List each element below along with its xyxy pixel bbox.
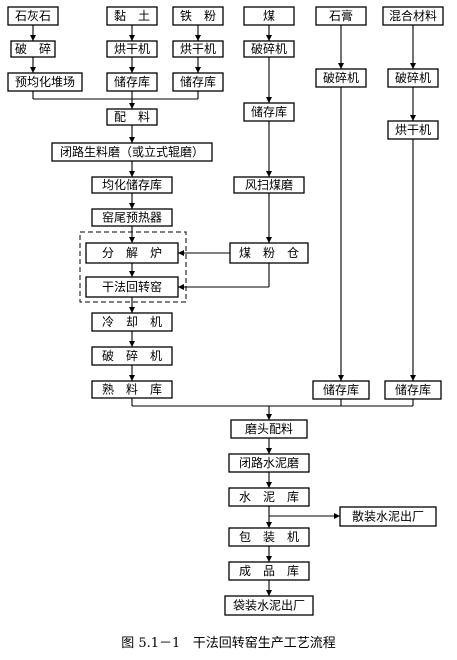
node-clay-label: 黏 土 xyxy=(114,9,150,23)
node-coal: 煤 xyxy=(243,6,295,26)
node-mixed-storage-label: 储存库 xyxy=(395,382,431,397)
node-bulk-out: 散装水泥出厂 xyxy=(339,506,437,527)
node-clay-storage: 储存库 xyxy=(106,72,158,92)
node-homo-silo: 均化储存库 xyxy=(91,176,173,194)
node-cooler: 冷 却 机 xyxy=(91,312,173,332)
node-iron-powder: 铁 粉 xyxy=(172,6,224,26)
node-cement-batching: 磨头配料 xyxy=(230,419,308,439)
node-limestone-crush: 破 碎 xyxy=(10,40,56,58)
node-calciner-label: 分 解 炉 xyxy=(102,246,162,260)
node-limestone-crush-label: 破 碎 xyxy=(15,41,51,56)
node-preheater-label: 窑尾预热器 xyxy=(102,210,162,225)
node-homo-silo-label: 均化储存库 xyxy=(102,177,162,192)
node-mixed-material-label: 混合材料 xyxy=(389,8,437,23)
node-bag-out: 袋装水泥出厂 xyxy=(224,595,314,616)
node-mixed-storage: 储存库 xyxy=(384,380,442,400)
node-prehomo-yard: 预均化堆场 xyxy=(7,72,83,92)
node-iron-dryer: 烘干机 xyxy=(172,40,224,58)
node-cooler-label: 冷 却 机 xyxy=(102,315,162,329)
node-gypsum-label: 石膏 xyxy=(329,8,353,23)
node-coal-crusher: 破碎机 xyxy=(243,40,295,58)
node-gypsum-crusher-label: 破碎机 xyxy=(323,70,359,85)
node-cement-batching-label: 磨头配料 xyxy=(245,422,293,436)
node-iron-storage: 储存库 xyxy=(172,72,224,92)
node-gypsum-storage-label: 储存库 xyxy=(323,382,359,397)
node-kiln: 干法回转窑 xyxy=(85,276,179,298)
node-mixed-dryer-label: 烘干机 xyxy=(395,123,431,137)
node-calciner: 分 解 炉 xyxy=(85,242,179,264)
node-prehomo-yard-label: 预均化堆场 xyxy=(15,75,75,89)
node-clinker-crusher-label: 破 碎 机 xyxy=(102,348,162,363)
node-mixed-material: 混合材料 xyxy=(382,6,444,26)
node-coal-crusher-label: 破碎机 xyxy=(251,41,287,56)
node-clinker-storage: 熟 料 库 xyxy=(91,380,173,399)
node-iron-powder-label: 铁 粉 xyxy=(180,9,216,23)
node-coal-mill-label: 风扫煤磨 xyxy=(245,178,293,192)
node-product-storage: 成 品 库 xyxy=(228,561,310,581)
node-mixed-crusher-label: 破碎机 xyxy=(395,70,431,85)
node-packer: 包 装 机 xyxy=(228,527,310,547)
node-coal-label: 煤 xyxy=(263,9,275,23)
node-clinker-crusher: 破 碎 机 xyxy=(91,346,173,366)
node-cement-mill-label: 闭路水泥磨 xyxy=(239,455,299,470)
node-iron-storage-label: 储存库 xyxy=(180,74,216,89)
node-coal-bin: 煤 粉 仓 xyxy=(229,242,309,264)
node-coal-mill: 风扫煤磨 xyxy=(233,176,305,194)
figure-caption: 图 5.1－1 干法回转窑生产工艺流程 xyxy=(121,636,336,651)
node-coal-storage: 储存库 xyxy=(243,102,295,122)
node-product-storage-label: 成 品 库 xyxy=(239,563,299,578)
node-cement-silo: 水 泥 库 xyxy=(228,487,310,507)
node-coal-storage-label: 储存库 xyxy=(251,104,287,119)
node-mixed-dryer: 烘干机 xyxy=(387,120,439,140)
node-packer-label: 包 装 机 xyxy=(239,530,299,544)
node-mixed-crusher: 破碎机 xyxy=(387,68,439,88)
node-gypsum: 石膏 xyxy=(315,6,367,26)
node-iron-dryer-label: 烘干机 xyxy=(180,42,216,56)
node-limestone: 石灰石 xyxy=(7,6,59,26)
node-coal-bin-label: 煤 粉 仓 xyxy=(239,246,299,260)
node-preheater: 窑尾预热器 xyxy=(91,208,173,227)
node-clay-dryer: 烘干机 xyxy=(106,40,158,58)
node-gypsum-storage: 储存库 xyxy=(312,380,370,400)
node-batching-label: 配 料 xyxy=(114,110,150,124)
node-gypsum-crusher: 破碎机 xyxy=(315,68,367,88)
node-clay-dryer-label: 烘干机 xyxy=(114,42,150,56)
node-cement-mill: 闭路水泥磨 xyxy=(228,453,310,473)
calciner-kiln-group xyxy=(79,231,187,303)
node-cement-silo-label: 水 泥 库 xyxy=(239,489,299,504)
node-limestone-label: 石灰石 xyxy=(15,9,51,23)
node-batching: 配 料 xyxy=(106,108,158,126)
node-raw-mill: 闭路生料磨（或立式辊磨） xyxy=(51,142,213,162)
node-clay: 黏 土 xyxy=(106,6,158,26)
connectors xyxy=(30,25,416,596)
node-kiln-label: 干法回转窑 xyxy=(102,279,162,294)
node-bulk-out-label: 散装水泥出厂 xyxy=(352,509,424,524)
node-clay-storage-label: 储存库 xyxy=(114,74,150,89)
node-bag-out-label: 袋装水泥出厂 xyxy=(233,599,305,613)
node-raw-mill-label: 闭路生料磨（或立式辊磨） xyxy=(60,144,204,159)
node-clinker-storage-label: 熟 料 库 xyxy=(102,382,162,397)
